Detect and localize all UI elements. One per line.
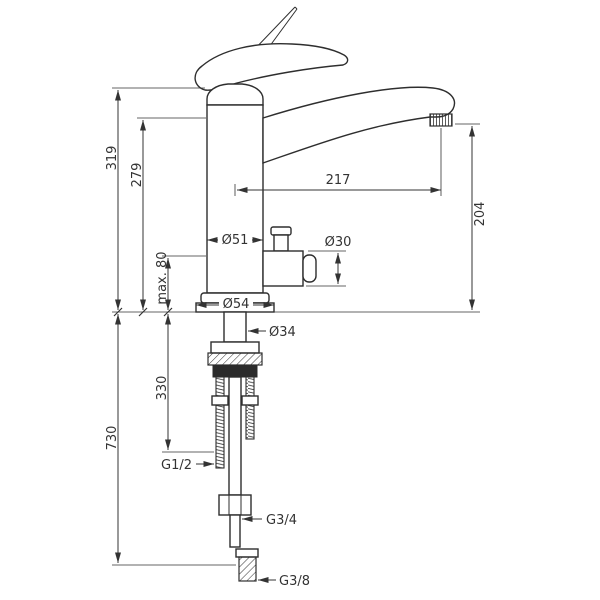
dim-label-g38: G3/8 [279,574,310,589]
dim-total-730: 730 [105,314,121,563]
faucet-handle-lever [194,42,349,91]
dim-label-319: 319 [105,146,120,171]
faucet-drawing [112,6,480,582]
dim-dia-51: Ø51 [207,232,263,248]
aerator [429,113,453,127]
dim-label-730: 730 [105,426,120,451]
dim-dia-30: Ø30 [306,235,352,287]
faucet-body [206,104,264,294]
dim-label-dia51: Ø51 [222,233,249,248]
threaded-rod-left [215,376,225,469]
hose-end-fitting [238,556,257,582]
hose-collar [235,548,259,558]
gasket [207,352,263,366]
dim-thread-g34: G3/4 [242,513,297,528]
dim-label-g34: G3/4 [266,513,297,528]
threaded-rod-right [245,376,255,440]
dim-label-dia30: Ø30 [325,235,352,250]
stabilizer-plate [210,341,260,354]
mounting-shank [223,311,247,343]
dim-dia-34: Ø34 [248,325,296,340]
dim-label-204: 204 [473,202,488,227]
dim-label-g12: G1/2 [161,458,192,473]
dim-max-80: max. 80 [155,251,171,310]
dim-label-dia34: Ø34 [269,325,296,340]
dim-label-dia54: Ø54 [223,297,250,312]
dimension-annotations: 319 279 max. 80 330 730 [105,87,488,589]
dim-dia-54: Ø54 [196,296,274,312]
dim-height-319: 319 [105,90,121,310]
rod-nut-left [211,395,229,406]
dim-label-330: 330 [155,376,170,401]
mounting-hardware [207,311,263,469]
faucet-spout [262,86,456,164]
supply-hose-assembly [218,376,259,582]
dim-height-279: 279 [130,120,146,310]
side-valve [262,226,317,287]
dim-thread-g38: G3/8 [258,574,310,589]
supply-hose-lower [229,514,241,548]
dimension-ticks [113,307,173,317]
dim-reach-217: 217 [234,173,441,196]
dim-below-330: 330 [155,314,171,450]
rod-nut-right [241,395,259,406]
faucet-handle-dome [206,83,264,106]
dim-label-217: 217 [326,173,351,188]
dim-label-max80: max. 80 [155,251,170,304]
dim-thread-g12: G1/2 [161,458,214,473]
dim-label-279: 279 [130,163,145,188]
mounting-washer [212,364,258,378]
hose-hex-nut [218,494,252,516]
dim-outlet-204: 204 [469,126,488,310]
supply-hose-upper [228,376,242,496]
